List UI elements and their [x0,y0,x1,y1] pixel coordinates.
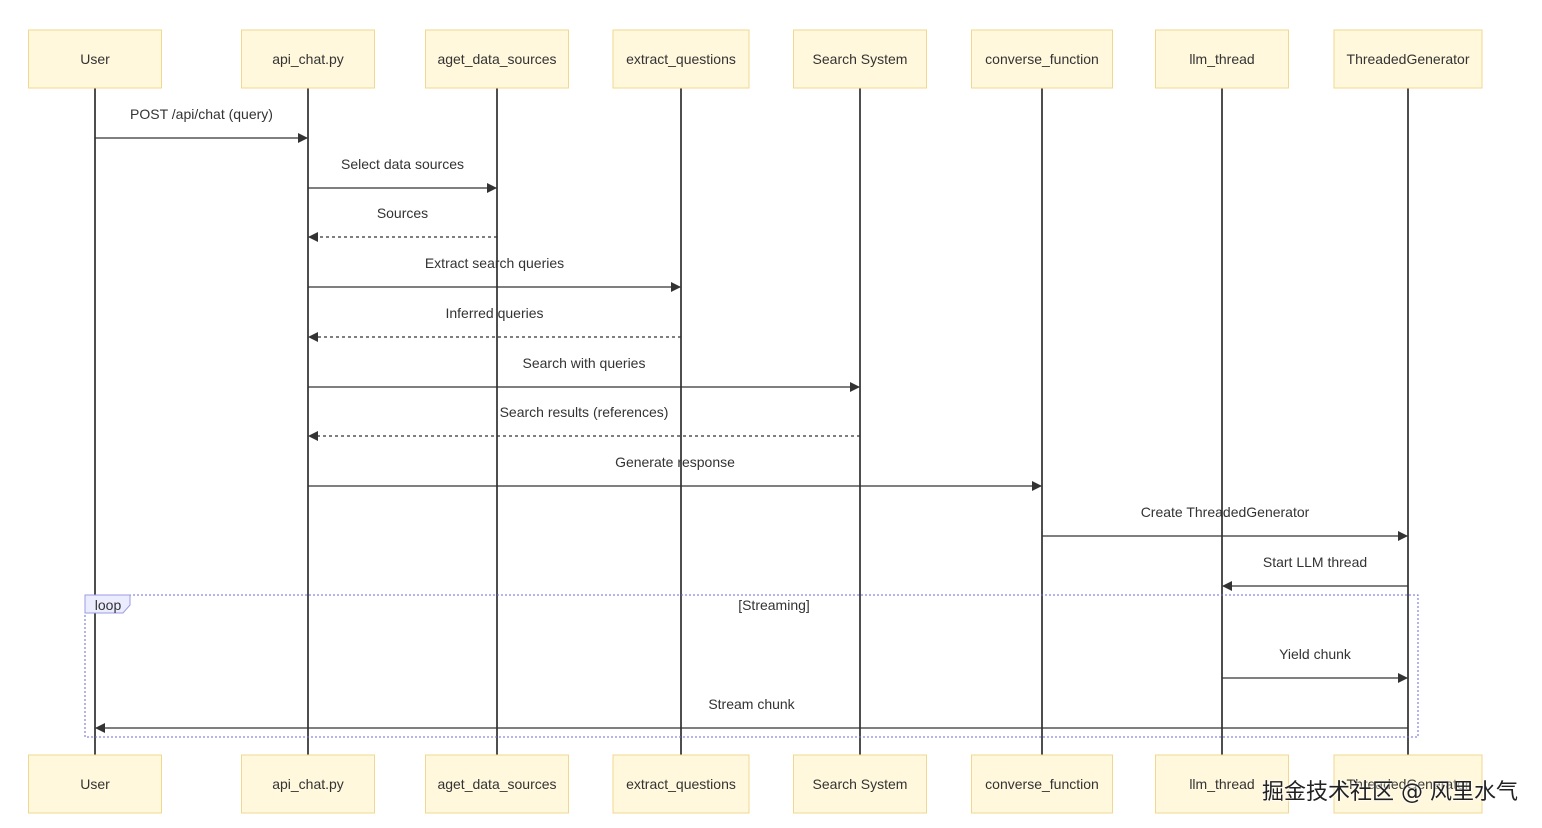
participant-label: User [80,51,110,67]
message-11: Yield chunk [1222,646,1408,683]
participant-label: api_chat.py [272,776,344,792]
participant-llm-bottom: llm_thread [1155,754,1289,814]
participant-cf-top: converse_function [971,29,1113,89]
participant-label: converse_function [985,776,1099,792]
message-1: POST /api/chat (query) [95,106,308,143]
participant-ss-bottom: Search System [793,754,927,814]
participant-label: llm_thread [1189,776,1254,792]
message-5: Inferred queries [308,305,681,342]
participant-box [1333,29,1483,89]
participant-label: Search System [813,51,908,67]
message-6: Search with queries [308,355,860,392]
participant-box [241,29,375,89]
message-label: Start LLM thread [1263,554,1367,570]
participant-user-bottom: User [28,754,162,814]
participant-box [28,754,162,814]
participant-cf-bottom: converse_function [971,754,1113,814]
message-2: Select data sources [308,156,497,193]
loop-border [84,594,1419,738]
message-label: Yield chunk [1279,646,1352,662]
participant-eq-top: extract_questions [612,29,750,89]
message-12: Stream chunk [95,696,1408,733]
participant-box [971,754,1113,814]
message-label: Stream chunk [708,696,795,712]
participant-box [793,29,927,89]
participant-box [1155,754,1289,814]
message-7: Search results (references) [308,404,860,441]
participant-llm-top: llm_thread [1155,29,1289,89]
message-label: Search results (references) [500,404,669,420]
message-label: Create ThreadedGenerator [1141,504,1310,520]
participant-box [28,29,162,89]
participant-ads-bottom: aget_data_sources [425,754,569,814]
loop-frame: loop [Streaming] [84,594,1419,738]
participant-tg-top: ThreadedGenerator [1333,29,1483,89]
participant-box [793,754,927,814]
participant-ads-top: aget_data_sources [425,29,569,89]
participant-tg-bottom: ThreadedGenerator [1333,754,1483,814]
participant-box [1333,754,1483,814]
participant-label: converse_function [985,51,1099,67]
participant-label: Search System [813,776,908,792]
participant-label: extract_questions [626,776,736,792]
watermark: 掘金技术社区 @ 风里水气 [1262,780,1518,805]
participant-label: User [80,776,110,792]
message-label: Extract search queries [425,255,564,271]
message-9: Create ThreadedGenerator [1042,504,1408,541]
participant-box [612,754,750,814]
participant-eq-bottom: extract_questions [612,754,750,814]
participant-label: ThreadedGenerator [1347,51,1470,67]
participant-api-bottom: api_chat.py [241,754,375,814]
participant-box [612,29,750,89]
loop-label: loop [95,597,122,613]
message-10: Start LLM thread [1222,554,1408,591]
participant-label: llm_thread [1189,51,1254,67]
participant-box [971,29,1113,89]
participant-label: aget_data_sources [437,51,556,67]
message-label: Generate response [615,454,735,470]
message-label: Select data sources [341,156,464,172]
participant-box [425,754,569,814]
participant-box [241,754,375,814]
participant-api-top: api_chat.py [241,29,375,89]
loop-condition: [Streaming] [738,597,810,613]
participant-label: extract_questions [626,51,736,67]
participant-label: ThreadedGenerator [1347,776,1470,792]
message-3: Sources [308,205,497,242]
message-label: Sources [377,205,428,221]
participant-box [425,29,569,89]
participant-label: api_chat.py [272,51,344,67]
message-8: Generate response [308,454,1042,491]
message-4: Extract search queries [308,255,681,292]
participant-label: aget_data_sources [437,776,556,792]
message-label: POST /api/chat (query) [130,106,273,122]
participant-ss-top: Search System [793,29,927,89]
participant-box [1155,29,1289,89]
loop-tag [84,594,131,614]
message-label: Search with queries [523,355,646,371]
participant-user-top: User [28,29,162,89]
message-label: Inferred queries [445,305,543,321]
